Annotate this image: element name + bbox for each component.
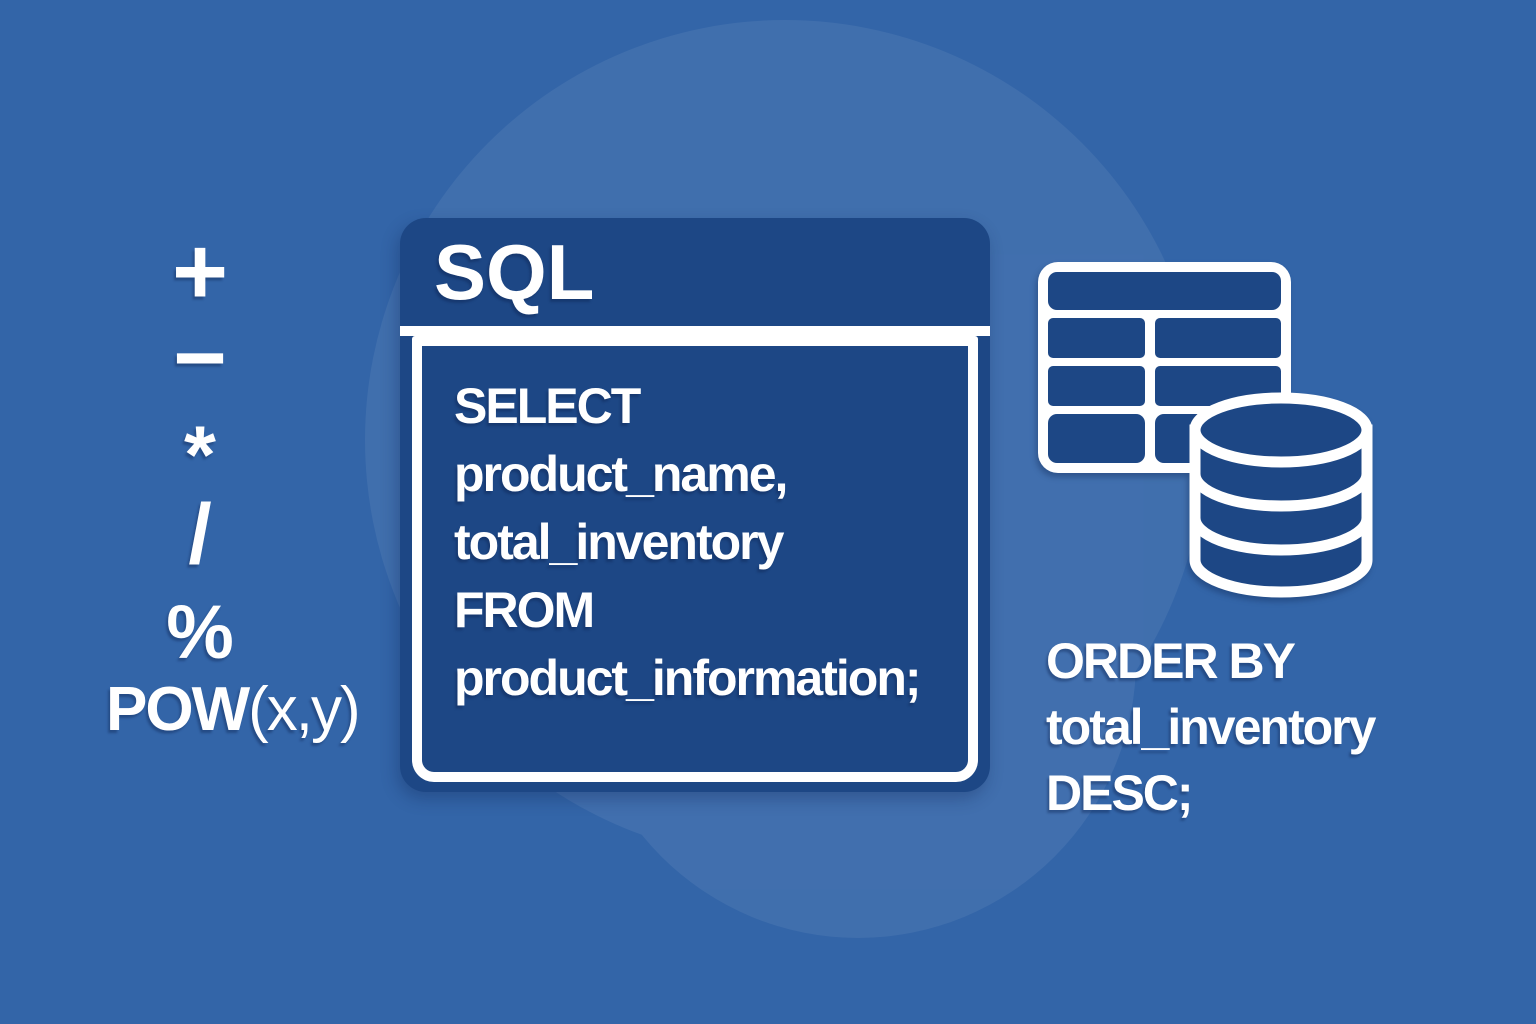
pow-function-args: (x,y)	[248, 675, 361, 744]
pow-function-name: POW	[106, 675, 250, 744]
code-line-column-2: total_inventory	[454, 514, 784, 570]
table-database-illustration	[1038, 262, 1373, 598]
operator-modulo: %	[166, 590, 234, 675]
operator-divide: /	[188, 487, 212, 581]
code-line-from: FROM	[454, 582, 595, 638]
code-line-select: SELECT	[454, 378, 641, 434]
order-by-line-2: total_inventory	[1046, 699, 1376, 755]
code-line-column-1: product_name,	[454, 446, 788, 502]
order-by-clause: ORDER BY total_inventory DESC;	[1046, 628, 1376, 826]
sql-card-body: SELECT product_name, total_inventory FRO…	[412, 336, 978, 782]
code-line-table: product_information;	[454, 650, 922, 706]
sql-card-title: SQL	[434, 227, 595, 316]
order-by-line-1: ORDER BY	[1046, 633, 1296, 689]
operator-pow-function: POW(x,y)	[106, 679, 426, 741]
operator-minus: −	[173, 307, 227, 409]
operator-multiply: *	[184, 410, 216, 501]
sql-code-card: SQL SELECT product_name, total_inventory…	[400, 218, 990, 792]
sql-card-header: SQL	[400, 218, 990, 336]
database-icon	[1189, 392, 1373, 598]
order-by-line-3: DESC;	[1046, 765, 1194, 821]
operator-plus: +	[171, 218, 229, 325]
